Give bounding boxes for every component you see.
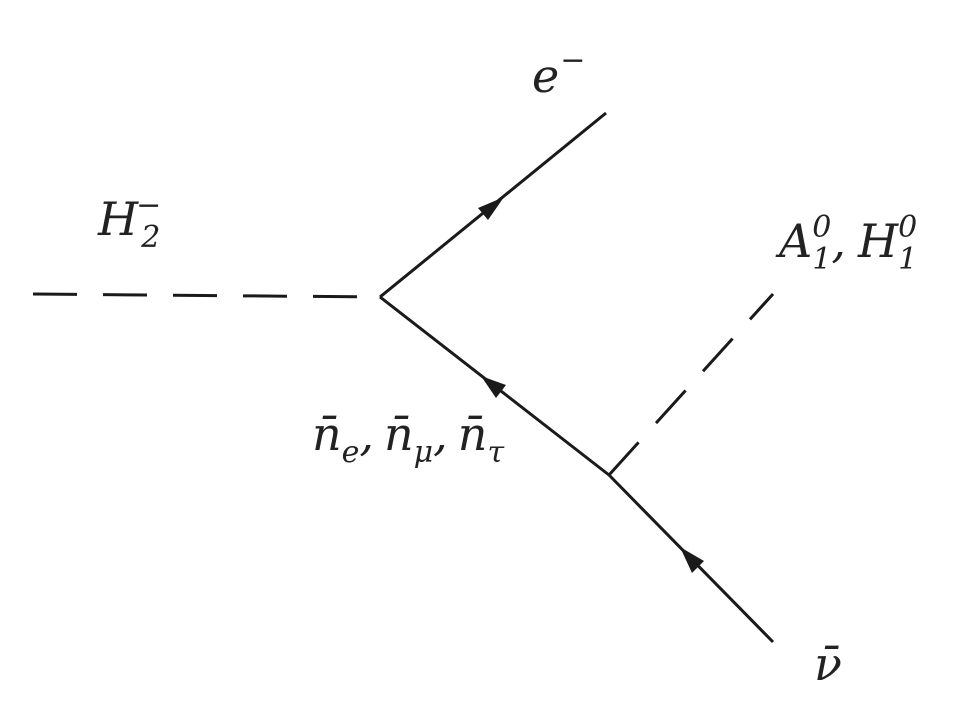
- h10-sup: 0: [898, 210, 917, 245]
- electron-label: e−: [532, 43, 585, 103]
- antineutrino-arrow-icon: [680, 547, 704, 573]
- scalars-separator: ,: [831, 214, 846, 268]
- heavy-neutrinos-sep1: ,: [359, 407, 374, 461]
- h10-sub: 1: [898, 242, 917, 277]
- heavy-neutrinos-sep2: ,: [433, 407, 448, 461]
- heavy-neutrino-arrow-icon: [481, 376, 506, 398]
- h10-base: H: [857, 214, 899, 268]
- charged-higgs-sub: 2: [140, 220, 160, 255]
- charged-higgs-base: H: [97, 192, 139, 246]
- charged-higgs-label: H−2: [97, 188, 161, 255]
- charged-higgs-propagator: [32, 292, 381, 299]
- heavy-neutrinos-label: n̄e,n̄μ,n̄τ: [312, 407, 504, 470]
- ntau-base: n̄: [458, 407, 488, 461]
- nmu-base: n̄: [384, 407, 414, 461]
- ne-base: n̄: [312, 407, 342, 461]
- antineutrino-label: ν̄: [814, 637, 842, 691]
- nmu-sub: μ: [414, 435, 434, 470]
- a10-sup: 0: [812, 210, 831, 245]
- electron-arrow-icon: [478, 197, 504, 220]
- charged-higgs-sup: −: [136, 188, 161, 223]
- a10-sub: 1: [812, 242, 831, 277]
- electron-base: e: [532, 49, 559, 103]
- ntau-sub: τ: [487, 435, 504, 470]
- ne-sub: e: [342, 435, 360, 470]
- a10-base: A: [775, 214, 812, 268]
- neutral-scalar-propagator: [607, 292, 775, 477]
- electron-sup: −: [560, 43, 585, 78]
